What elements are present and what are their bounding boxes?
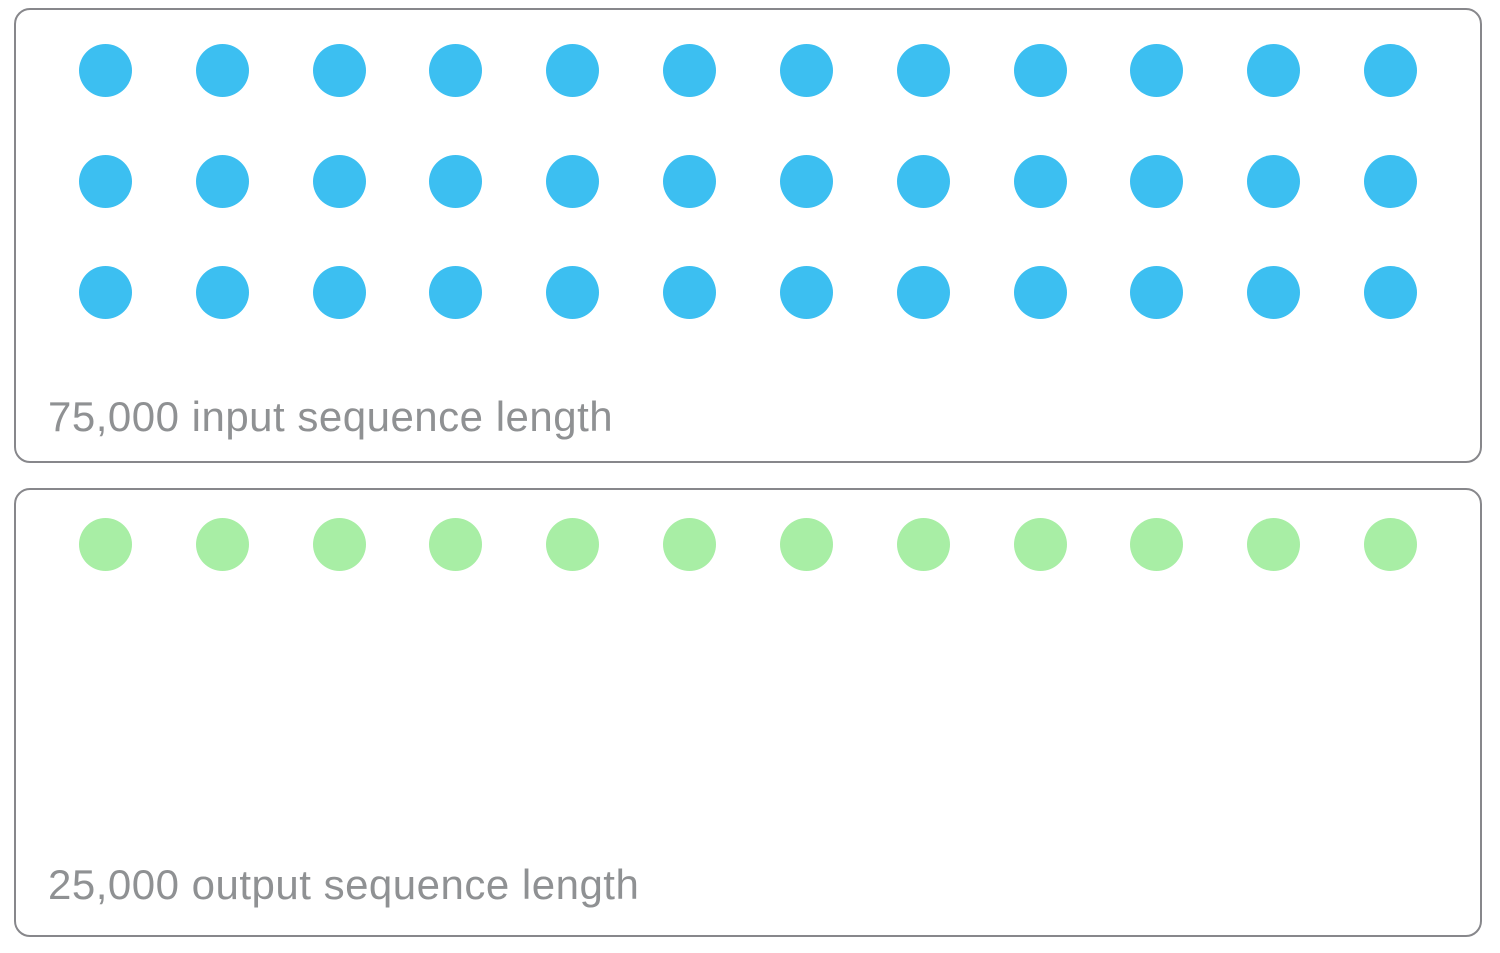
input-sequence-dot: [195, 266, 249, 319]
input-sequence-dot: [1247, 155, 1301, 208]
input-sequence-dot: [79, 155, 132, 208]
input-sequence-dot: [896, 155, 950, 208]
output-sequence-dot: [312, 518, 366, 571]
output-sequence-dot: [429, 518, 483, 571]
input-sequence-dot: [779, 266, 833, 319]
input-sequence-dot: [1013, 155, 1067, 208]
input-sequence-dot: [1247, 44, 1301, 97]
input-sequence-dot: [429, 155, 483, 208]
input-sequence-dot: [1013, 44, 1067, 97]
output-sequence-label: 25,000 output sequence length: [48, 861, 640, 908]
input-sequence-dot: [663, 155, 717, 208]
output-sequence-dot: [1247, 518, 1301, 571]
input-sequence-dot: [1363, 155, 1417, 208]
input-sequence-dot: [779, 155, 833, 208]
dot-row: [79, 155, 1417, 208]
input-sequence-dot: [779, 44, 833, 97]
input-sequence-dot: [79, 266, 132, 319]
output-sequence-dot: [896, 518, 950, 571]
output-sequence-dot: [546, 518, 600, 571]
input-sequence-dot: [1363, 266, 1417, 319]
input-dot-grid: [16, 10, 1480, 319]
input-sequence-dot: [546, 266, 600, 319]
input-sequence-dot: [195, 155, 249, 208]
input-sequence-dot: [79, 44, 132, 97]
output-sequence-panel: 25,000 output sequence length: [14, 488, 1482, 937]
input-sequence-dot: [663, 266, 717, 319]
output-dot-grid: [16, 490, 1480, 571]
output-sequence-dot: [663, 518, 717, 571]
input-sequence-panel: 75,000 input sequence length: [14, 8, 1482, 463]
input-sequence-dot: [429, 44, 483, 97]
dot-row: [79, 44, 1417, 97]
input-sequence-dot: [1130, 155, 1184, 208]
input-sequence-dot: [546, 155, 600, 208]
output-sequence-dot: [1363, 518, 1417, 571]
output-sequence-dot: [1013, 518, 1067, 571]
input-sequence-dot: [1130, 44, 1184, 97]
dot-row: [79, 518, 1417, 571]
input-sequence-dot: [312, 155, 366, 208]
input-sequence-dot: [195, 44, 249, 97]
output-sequence-dot: [79, 518, 132, 571]
input-sequence-dot: [546, 44, 600, 97]
input-sequence-dot: [1013, 266, 1067, 319]
output-sequence-dot: [779, 518, 833, 571]
output-sequence-dot: [1130, 518, 1184, 571]
input-sequence-dot: [1363, 44, 1417, 97]
input-sequence-dot: [896, 266, 950, 319]
input-sequence-dot: [429, 266, 483, 319]
dot-row: [79, 266, 1417, 319]
input-sequence-label: 75,000 input sequence length: [48, 393, 614, 440]
input-sequence-dot: [312, 266, 366, 319]
input-sequence-dot: [896, 44, 950, 97]
input-sequence-dot: [663, 44, 717, 97]
input-sequence-dot: [312, 44, 366, 97]
output-sequence-dot: [195, 518, 249, 571]
input-sequence-dot: [1130, 266, 1184, 319]
input-sequence-dot: [1247, 266, 1301, 319]
